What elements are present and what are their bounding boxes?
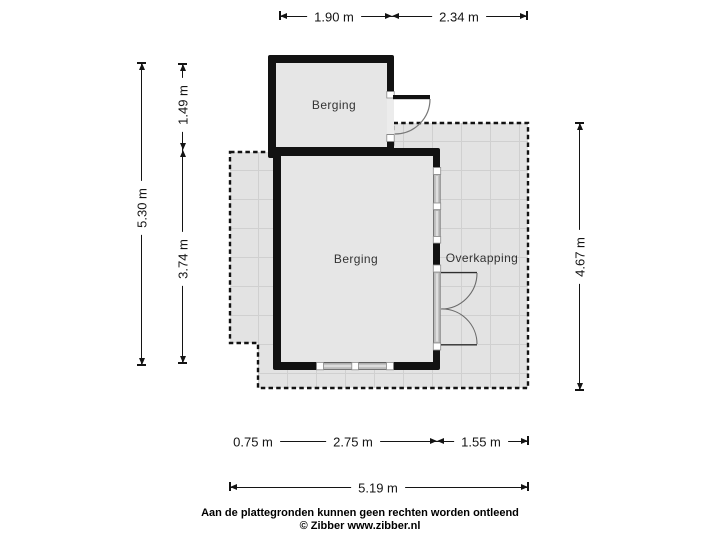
arrow-down-icon [138, 358, 145, 365]
dimension-line [280, 16, 527, 17]
door-jamb [386, 134, 395, 142]
annex-floor [276, 63, 387, 147]
window-jamb [316, 361, 324, 371]
dimension-label: 5.30 m [132, 181, 152, 235]
annex-door-leaf [393, 95, 430, 100]
dimension-label: 3.74 m [173, 232, 193, 286]
footer-credit: © Zibber www.zibber.nl [299, 520, 421, 532]
dimension-label: 5.19 m [351, 478, 405, 498]
arrow-right-icon [430, 437, 437, 444]
dimension-label: 2.75 m [326, 432, 380, 452]
room-label-overkapping: Overkapping [445, 251, 519, 265]
door-jamb [432, 342, 442, 351]
dimension-line [182, 64, 183, 363]
door-jamb [386, 91, 395, 99]
window-jamb [432, 167, 442, 175]
arrow-left-icon [280, 12, 287, 19]
window-jamb [432, 202, 442, 210]
room-label-annex: Berging [311, 98, 357, 112]
arrow-up-icon [138, 63, 145, 70]
dimension-label: 2.34 m [432, 7, 486, 27]
door-arc [440, 272, 478, 310]
arrow-right-icon [521, 483, 528, 490]
arrow-left-icon [392, 12, 399, 19]
arrow-right-icon [385, 12, 392, 19]
dimension-label: 1.90 m [307, 7, 361, 27]
dimension-label: 1.49 m [173, 78, 193, 132]
door-jamb [432, 264, 442, 273]
arrow-up-icon [179, 64, 186, 71]
arrow-up-icon [179, 150, 186, 157]
arrow-down-icon [179, 356, 186, 363]
room-label-main: Berging [333, 252, 379, 266]
dimension-label: 0.75 m [226, 432, 280, 452]
dimension-label: 1.55 m [454, 432, 508, 452]
annex-door-arc [394, 98, 431, 135]
main-floor [281, 156, 433, 362]
arrow-left-icon [230, 483, 237, 490]
dimension-label: 4.67 m [570, 230, 590, 284]
window-jamb [351, 361, 359, 371]
arrow-right-icon [521, 437, 528, 444]
window-jamb [432, 236, 442, 244]
arrow-right-icon [520, 12, 527, 19]
footer-disclaimer: Aan de plattegronden kunnen geen rechten… [201, 507, 519, 519]
arrow-up-icon [576, 123, 583, 130]
annex-door-opening [387, 98, 394, 134]
window-jamb [386, 361, 394, 371]
door-arc [440, 308, 478, 345]
arrow-down-icon [576, 383, 583, 390]
arrow-down-icon [179, 143, 186, 150]
arrow-left-icon [437, 437, 444, 444]
